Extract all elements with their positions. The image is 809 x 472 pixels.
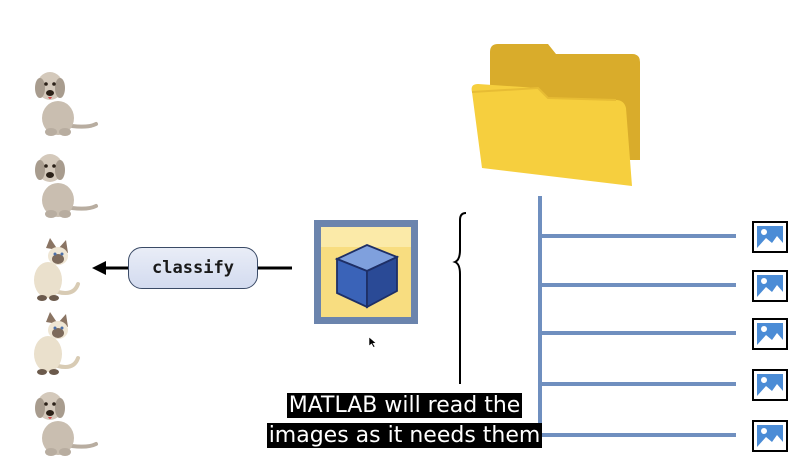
dog-icon	[35, 392, 98, 456]
image-file-icon	[752, 369, 788, 401]
caption-line-1: MATLAB will read the	[0, 391, 809, 420]
image-file-icon	[752, 270, 788, 302]
image-file-icon	[752, 318, 788, 350]
arrow-head	[92, 261, 106, 275]
classify-function-box: classify	[128, 247, 258, 289]
datastore-cube-icon	[314, 220, 418, 324]
dog-icon	[35, 154, 98, 218]
brace	[452, 212, 467, 384]
caption-text: images as it needs them	[266, 423, 543, 448]
image-file-icon	[752, 420, 788, 452]
caption-line-2: images as it needs them	[0, 421, 809, 450]
cat-icon	[34, 312, 80, 375]
caption-text: MATLAB will read the	[286, 393, 523, 418]
dog-icon	[35, 72, 98, 136]
folder-icon	[471, 44, 640, 186]
mouse-cursor-icon	[369, 337, 377, 348]
cat-icon	[34, 238, 80, 301]
image-file-icon	[752, 221, 788, 253]
